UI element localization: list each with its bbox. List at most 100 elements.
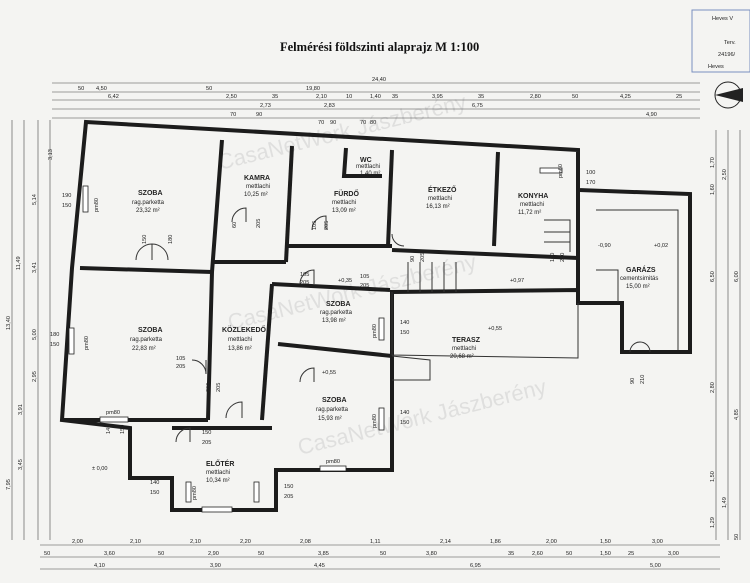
svg-text:35: 35 xyxy=(392,94,398,100)
svg-text:pm80: pm80 xyxy=(84,336,90,350)
svg-text:pm80: pm80 xyxy=(372,324,378,338)
svg-text:pm80: pm80 xyxy=(192,486,198,500)
svg-text:3,90: 3,90 xyxy=(210,563,221,569)
room-label-kamra: KAMRA mettlachi 10,25 m² xyxy=(244,175,270,198)
svg-text:SZOBA: SZOBA xyxy=(138,190,163,197)
svg-text:70: 70 xyxy=(360,120,366,126)
svg-text:2,50: 2,50 xyxy=(722,169,728,180)
svg-text:1,50: 1,50 xyxy=(600,539,611,545)
svg-text:2,00: 2,00 xyxy=(546,539,557,545)
window-markers xyxy=(68,167,563,513)
svg-text:1,50: 1,50 xyxy=(710,471,716,482)
svg-text:mettlachi: mettlachi xyxy=(520,202,544,208)
svg-text:200: 200 xyxy=(206,383,212,392)
stamp-line-2: Terv. xyxy=(724,40,736,46)
svg-text:205: 205 xyxy=(300,280,309,286)
stamp-line-4: Heves xyxy=(708,64,724,70)
dim-total-width: 24,40 xyxy=(372,77,386,83)
svg-text:22,83 m²: 22,83 m² xyxy=(132,346,156,352)
room-label-garazs: GARÁZS cementsimitás 15,00 m² xyxy=(620,265,658,290)
level-marker-szoba: +0,35 xyxy=(338,278,352,284)
svg-text:4,85: 4,85 xyxy=(734,409,740,420)
svg-text:mettlachi: mettlachi xyxy=(228,337,252,343)
svg-text:3,41: 3,41 xyxy=(32,262,38,273)
svg-text:mettlachi: mettlachi xyxy=(332,200,356,206)
svg-text:15,00 m²: 15,00 m² xyxy=(626,284,650,290)
level-marker-kitchen: +0,97 xyxy=(510,278,524,284)
svg-text:35: 35 xyxy=(478,94,484,100)
svg-text:6,42: 6,42 xyxy=(108,94,119,100)
svg-text:FÜRDŐ: FÜRDŐ xyxy=(334,189,359,198)
svg-text:140: 140 xyxy=(150,480,159,486)
svg-text:6,00: 6,00 xyxy=(734,271,740,282)
bottom-dimensions: 2,00 2,10 2,10 2,20 2,08 1,11 2,14 1,86 … xyxy=(40,539,720,570)
svg-text:5,00: 5,00 xyxy=(32,329,38,340)
svg-text:16,13 m²: 16,13 m² xyxy=(426,204,450,210)
svg-text:rag.parketta: rag.parketta xyxy=(316,407,349,413)
svg-text:90: 90 xyxy=(330,120,336,126)
svg-text:SZOBA: SZOBA xyxy=(326,301,351,308)
svg-text:190: 190 xyxy=(62,193,71,199)
svg-text:140: 140 xyxy=(400,320,409,326)
door-swings xyxy=(135,207,651,443)
svg-text:1,40: 1,40 xyxy=(370,94,381,100)
svg-text:150: 150 xyxy=(62,203,71,209)
svg-text:50: 50 xyxy=(258,551,264,557)
svg-text:pm80: pm80 xyxy=(94,198,100,212)
svg-text:150: 150 xyxy=(400,330,409,336)
svg-text:1,11: 1,11 xyxy=(370,539,380,545)
svg-text:205: 205 xyxy=(176,364,185,370)
svg-text:SZOBA: SZOBA xyxy=(138,327,163,334)
svg-text:105: 105 xyxy=(300,272,309,278)
svg-text:4,90: 4,90 xyxy=(646,112,657,118)
level-markers: ± 0,00 +0,35 -0,90 +0,02 +0,97 +0,55 +0,… xyxy=(92,243,668,472)
north-arrow-icon xyxy=(714,81,743,109)
svg-text:1,49: 1,49 xyxy=(722,497,728,508)
svg-text:70: 70 xyxy=(318,120,324,126)
svg-text:105: 105 xyxy=(312,221,318,230)
svg-text:2,14: 2,14 xyxy=(440,539,451,545)
svg-text:60: 60 xyxy=(232,222,238,228)
svg-text:205: 205 xyxy=(202,440,211,446)
svg-text:150: 150 xyxy=(120,425,126,434)
svg-text:150: 150 xyxy=(202,430,211,436)
svg-text:90: 90 xyxy=(256,112,262,118)
svg-text:11,49: 11,49 xyxy=(16,256,22,270)
stamp-line-3: 24196/ xyxy=(718,52,736,58)
room-label-szoba-2: SZOBA rag.parketta 22,83 m² xyxy=(130,327,163,352)
level-marker-terrace: +0,55 xyxy=(488,326,502,332)
svg-text:2,60: 2,60 xyxy=(532,551,543,557)
svg-text:205: 205 xyxy=(360,283,369,289)
level-marker-zero: ± 0,00 xyxy=(92,466,108,472)
svg-text:4,45: 4,45 xyxy=(314,563,325,569)
svg-text:140: 140 xyxy=(106,425,112,434)
svg-text:90: 90 xyxy=(410,256,416,262)
svg-text:cementsimitás: cementsimitás xyxy=(620,276,658,282)
svg-text:150: 150 xyxy=(400,420,409,426)
level-marker-garage: +0,02 xyxy=(654,243,668,249)
room-label-etkezo: ÉTKEZŐ mettlachi 16,13 m² xyxy=(426,185,457,210)
svg-text:20,68 m²: 20,68 m² xyxy=(450,354,474,360)
svg-text:105: 105 xyxy=(176,356,185,362)
svg-text:rag.parketta: rag.parketta xyxy=(320,310,353,316)
svg-text:6,75: 6,75 xyxy=(472,103,483,109)
svg-text:7,95: 7,95 xyxy=(6,479,12,490)
svg-text:35: 35 xyxy=(508,551,514,557)
svg-text:3,13: 3,13 xyxy=(48,149,54,160)
svg-text:105: 105 xyxy=(360,274,369,280)
svg-text:KÖZLEKEDŐ: KÖZLEKEDŐ xyxy=(222,325,267,334)
svg-text:180: 180 xyxy=(168,235,174,244)
svg-text:3,00: 3,00 xyxy=(652,539,663,545)
svg-text:pm80: pm80 xyxy=(372,414,378,428)
svg-text:4,50: 4,50 xyxy=(96,86,107,92)
level-marker-room: +0,55 xyxy=(322,370,336,376)
svg-text:mettlachi: mettlachi xyxy=(246,184,270,190)
svg-text:pm80: pm80 xyxy=(106,410,120,416)
svg-text:205: 205 xyxy=(420,253,426,262)
svg-text:5,00: 5,00 xyxy=(650,563,661,569)
room-label-wc: WC mettlachi 1,40 m² xyxy=(356,157,380,177)
svg-text:50: 50 xyxy=(78,86,84,92)
svg-text:rag.parketta: rag.parketta xyxy=(132,200,165,206)
svg-text:13,86 m²: 13,86 m² xyxy=(228,346,252,352)
